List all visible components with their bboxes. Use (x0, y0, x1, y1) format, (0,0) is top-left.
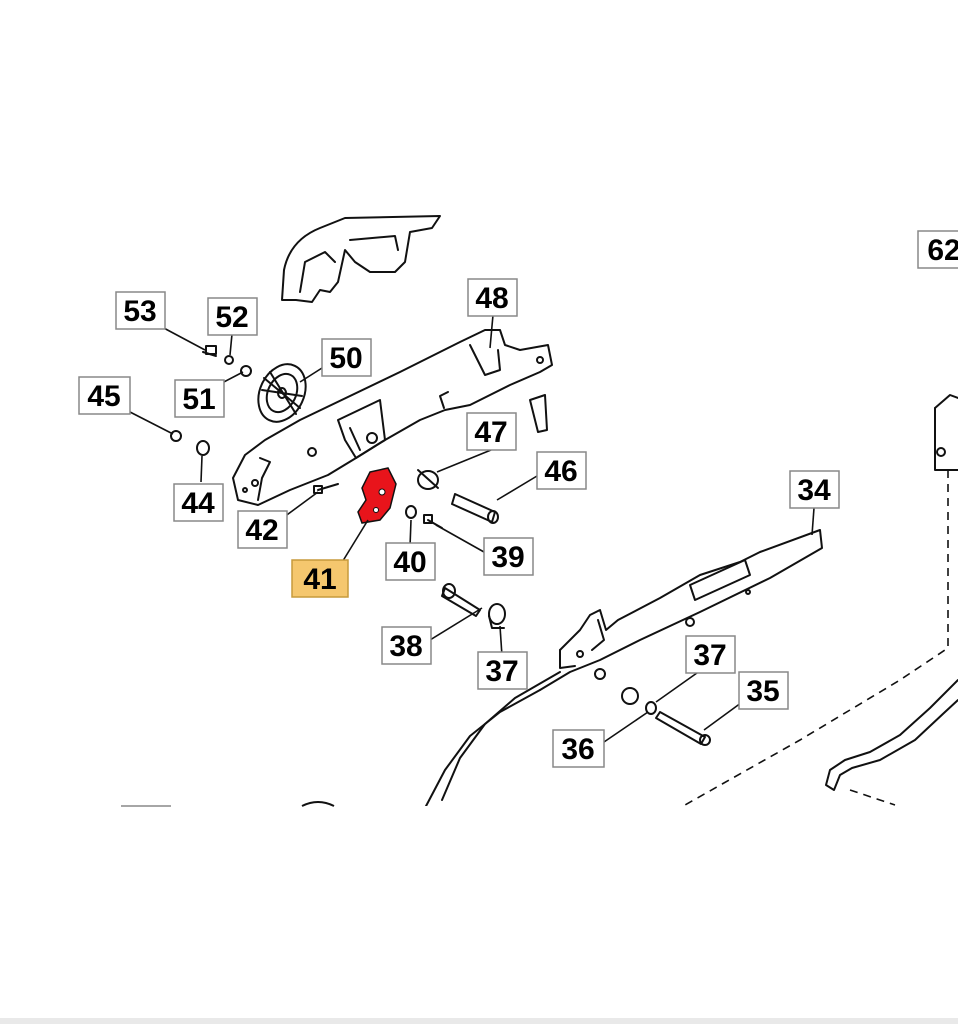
svg-text:37: 37 (693, 639, 726, 672)
svg-text:41: 41 (303, 563, 336, 596)
part-50-wheel (257, 363, 307, 423)
callout-52: 52 (207, 297, 258, 336)
part-41-red-latch (357, 467, 397, 524)
crop-mask (0, 806, 958, 1018)
callout-37-left: 37 (477, 651, 528, 690)
svg-text:38: 38 (389, 630, 422, 663)
callout-35: 35 (738, 671, 789, 710)
callout-38: 38 (381, 626, 432, 665)
part-34-frame (424, 529, 823, 809)
callout-46: 46 (536, 451, 587, 490)
svg-text:35: 35 (746, 675, 779, 708)
svg-text:42: 42 (245, 514, 278, 547)
right-side-parts (825, 394, 958, 791)
svg-text:48: 48 (475, 282, 508, 315)
svg-text:51: 51 (182, 383, 215, 416)
svg-text:44: 44 (181, 487, 215, 520)
callout-51: 51 (174, 379, 225, 418)
upper-handle-part (281, 215, 441, 303)
leader-lines (129, 314, 815, 743)
page-bottom-band (0, 1018, 958, 1024)
small-hardware (170, 345, 711, 746)
dashed-guide-lines (684, 470, 949, 806)
svg-text:36: 36 (561, 733, 594, 766)
svg-text:39: 39 (491, 541, 524, 574)
svg-text:46: 46 (544, 455, 577, 488)
svg-text:62: 62 (927, 234, 958, 267)
callout-50: 50 (321, 338, 372, 377)
callout-48: 48 (467, 278, 518, 317)
callout-37-right: 37 (685, 635, 736, 674)
svg-text:47: 47 (474, 416, 507, 449)
callout-36: 36 (552, 729, 605, 768)
callout-45: 45 (78, 376, 131, 415)
callout-53: 53 (115, 291, 166, 330)
svg-text:45: 45 (87, 380, 120, 413)
callout-62-partial: 62 (917, 230, 958, 269)
callout-41-highlighted: 41 (291, 559, 349, 598)
cropped-label-fragment (301, 801, 335, 807)
callout-40: 40 (385, 542, 436, 581)
svg-text:53: 53 (123, 295, 156, 328)
callout-44: 44 (173, 483, 224, 522)
callout-39: 39 (483, 537, 534, 576)
callout-47: 47 (466, 412, 517, 451)
svg-text:34: 34 (797, 474, 831, 507)
callout-34: 34 (789, 470, 840, 509)
svg-text:40: 40 (393, 546, 426, 579)
svg-text:52: 52 (215, 301, 248, 334)
callout-labels: 53 52 51 50 48 45 44 47 (78, 230, 958, 768)
svg-text:37: 37 (485, 655, 518, 688)
part-48-arm (232, 329, 553, 506)
svg-text:50: 50 (329, 342, 362, 375)
callout-42: 42 (237, 510, 288, 549)
